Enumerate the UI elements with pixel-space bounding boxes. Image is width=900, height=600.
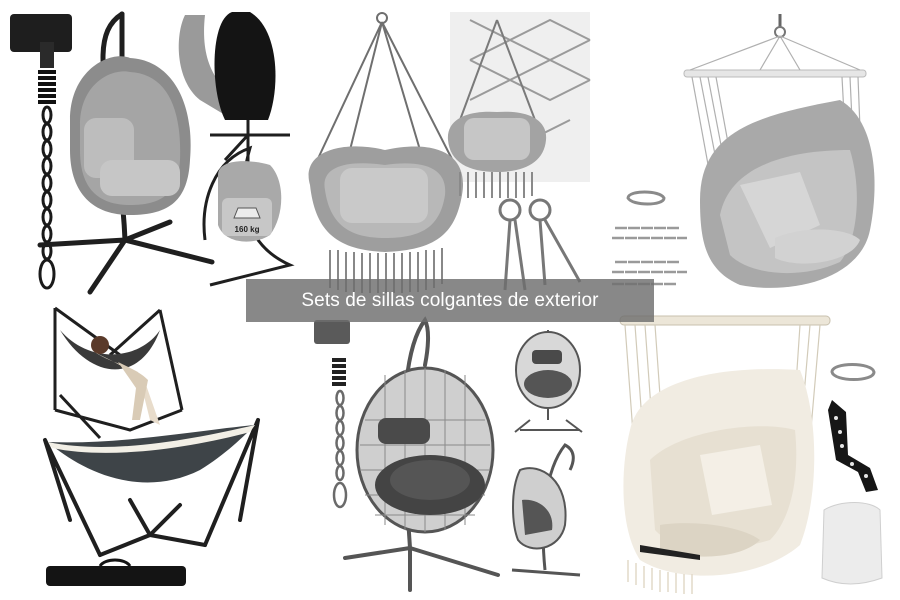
grey-hammock-chair-product [612,14,875,288]
carry-bag-icon [46,566,186,586]
chain-icon [38,105,56,290]
weight-capacity-label: 160 kg [235,225,260,234]
chain-icon [612,226,687,286]
cream-hammock-chair-product [619,315,883,594]
hammock-stand-product [43,306,260,586]
caption-banner: Sets de sillas colgantes de exterior [246,279,654,322]
rattan-egg-chair-product [314,316,583,592]
carabiner-icon [626,190,666,206]
ceiling-hook-icon [10,14,72,52]
egg-chair-product: 160 kg [10,11,295,295]
storage-bag-icon [821,502,883,585]
strap-icon [828,400,878,492]
spring-icon [38,70,56,104]
carabiner-icon [830,363,876,381]
macrame-chair-product [308,12,591,293]
ceiling-hook-icon [314,320,350,344]
spring-icon [332,358,346,386]
